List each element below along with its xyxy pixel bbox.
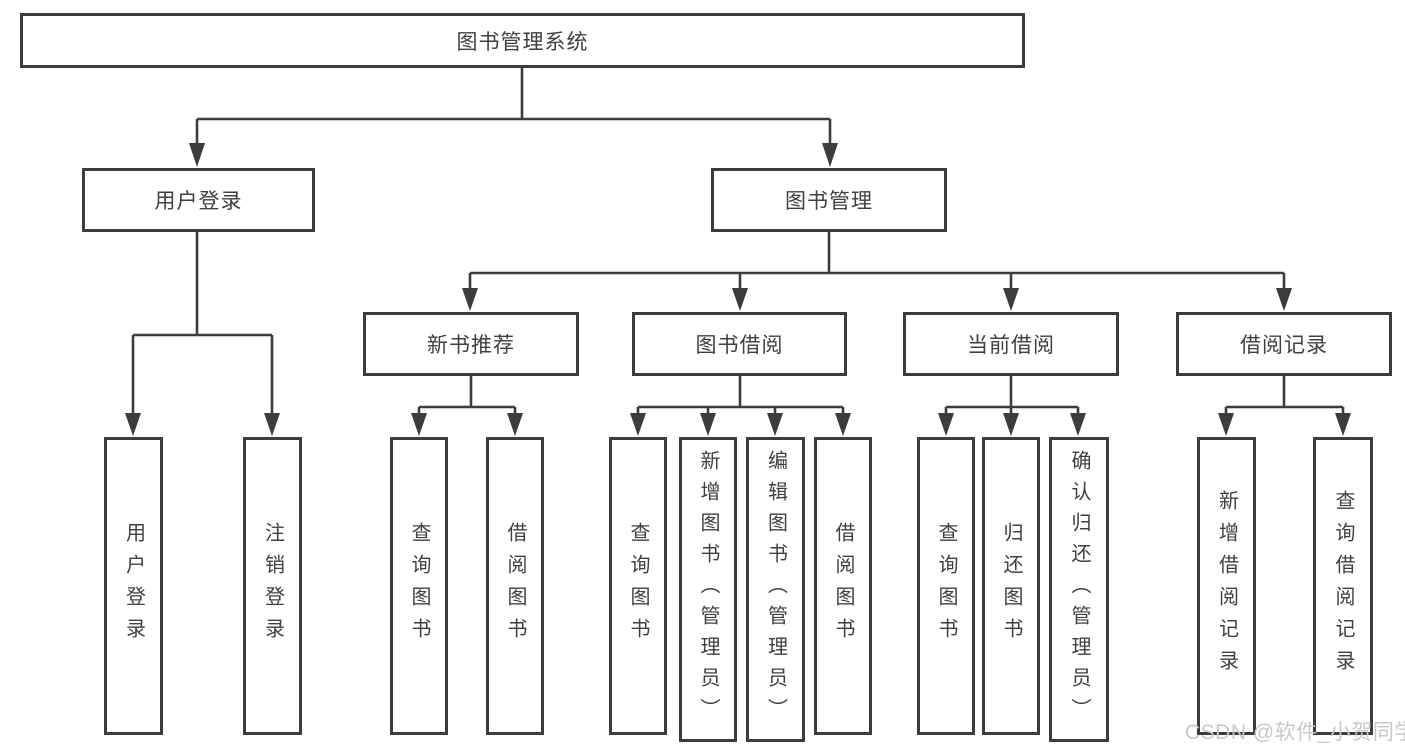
leaf-edit-book-admin: 编辑图书（管理员） [746, 437, 805, 742]
node-book-borrow: 图书借阅 [632, 312, 847, 376]
node-user-login: 用户登录 [82, 168, 315, 232]
leaf-return-book: 归还图书 [982, 437, 1040, 735]
node-current-borrow: 当前借阅 [903, 312, 1119, 376]
leaf-query-books-borrow: 查询图书 [609, 437, 667, 735]
node-new-book-recommend: 新书推荐 [363, 312, 579, 376]
csdn-watermark: CSDN @软件_小贺同学 [1185, 721, 1405, 744]
leaf-add-borrow-record: 新增借阅记录 [1197, 437, 1256, 735]
root-node-library-system: 图书管理系统 [20, 13, 1025, 68]
leaf-query-books-recommend: 查询图书 [390, 437, 448, 735]
leaf-query-books-current: 查询图书 [917, 437, 975, 735]
node-borrow-records: 借阅记录 [1176, 312, 1392, 376]
node-book-management: 图书管理 [711, 168, 947, 232]
leaf-logout: 注销登录 [243, 437, 302, 735]
leaf-borrow-books: 借阅图书 [814, 437, 872, 735]
leaf-user-login: 用户登录 [104, 437, 163, 735]
leaf-borrow-books-recommend: 借阅图书 [486, 437, 544, 735]
leaf-confirm-return-admin: 确认归还（管理员） [1049, 437, 1109, 742]
leaf-add-book-admin: 新增图书（管理员） [679, 437, 737, 742]
leaf-query-borrow-record: 查询借阅记录 [1313, 437, 1373, 735]
